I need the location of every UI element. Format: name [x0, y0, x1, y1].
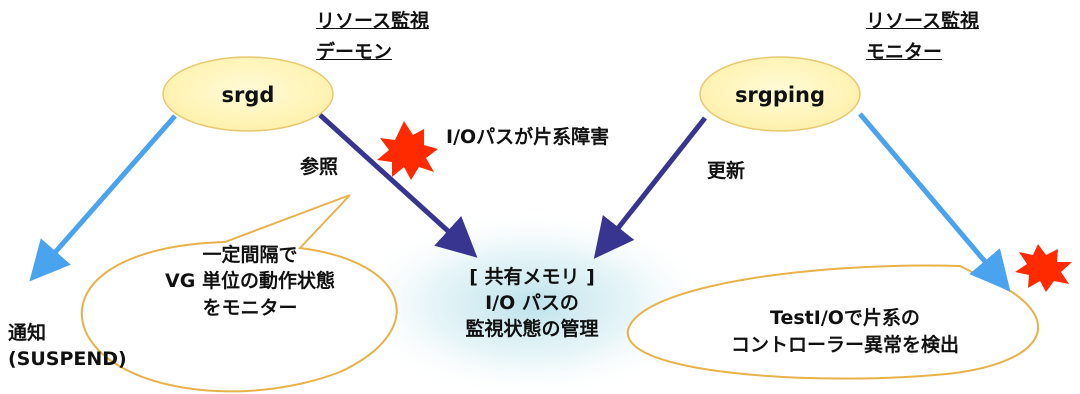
- top-left-title-line1: リソース監視: [316, 10, 430, 32]
- notify-label-line2: (SUSPEND): [8, 348, 127, 370]
- notify-label-line1: 通知: [8, 322, 47, 344]
- node-srgd-label: srgd: [221, 83, 275, 107]
- arrow-srgd-notify: [29, 114, 177, 282]
- shared-memory-line3: 監視状態の管理: [465, 318, 599, 340]
- callout-left-bubble: [80, 194, 398, 393]
- node-srgd: [162, 56, 334, 132]
- callout-right-line1: TestI/Oで片系の: [770, 307, 920, 329]
- callout-left-line1: 一定間隔で: [202, 244, 298, 266]
- shared-memory-line2: I/O パスの: [485, 292, 579, 314]
- arrow-srgd-to-memory: [318, 113, 478, 258]
- node-srgping: [699, 56, 861, 132]
- arrow-srgping-detect: [858, 112, 1011, 292]
- top-right-title-line1: リソース監視: [866, 10, 980, 32]
- top-left-title-line2: デーモン: [316, 41, 393, 63]
- burst-icon: [377, 121, 438, 180]
- callout-right-bubble: [626, 264, 1040, 380]
- shared-memory-line1: [ 共有メモリ ]: [469, 266, 595, 288]
- burst-icon: [1015, 244, 1072, 292]
- callout-right-line2: コントローラー異常を検出: [730, 334, 959, 356]
- update-label: 更新: [707, 160, 746, 182]
- node-srgping-label: srgping: [734, 83, 826, 107]
- arrow-srgping-to-memory: [593, 116, 707, 259]
- top-right-title-line2: モニター: [866, 41, 943, 63]
- callout-left-line2: VG 単位の動作状態: [165, 270, 335, 292]
- reference-label: 参照: [300, 156, 339, 178]
- callout-left-line3: をモニター: [202, 297, 298, 319]
- fault-label: I/Oパスが片系障害: [446, 126, 610, 148]
